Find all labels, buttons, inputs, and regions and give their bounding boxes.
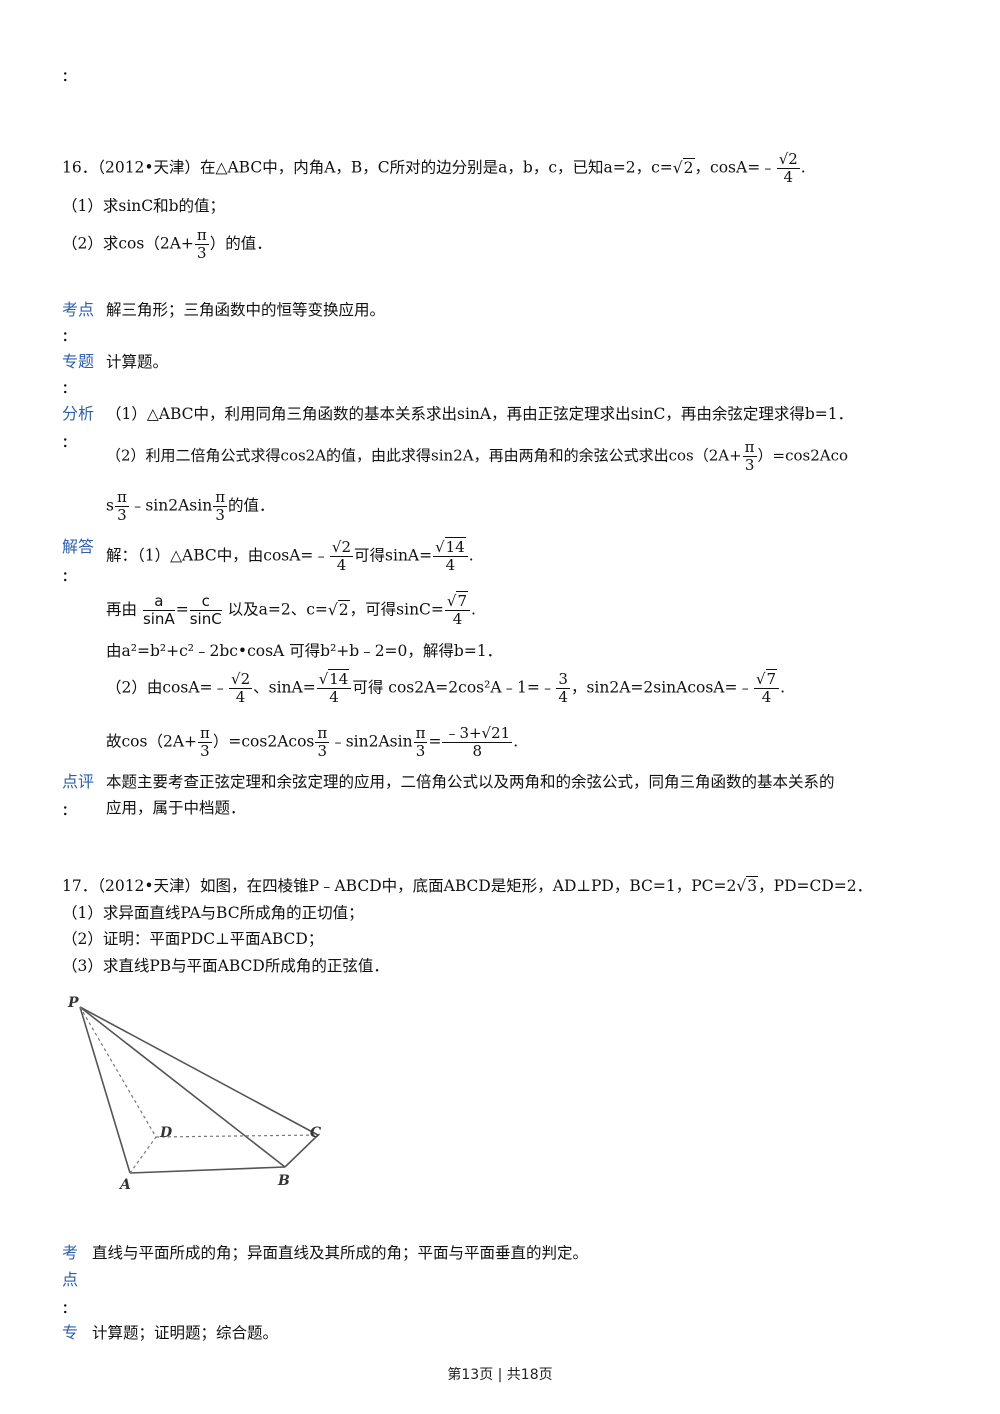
q16-dianping-1: 本题主要考查正弦定理和余弦定理的应用，二倍角公式以及两角和的余弦公式，同角三角函… [106, 773, 835, 791]
label-fenxi: 分析 [62, 404, 95, 423]
colon-mark: ： [62, 70, 76, 85]
sqrt-3: √3 [736, 876, 759, 895]
vertex-label-b: B [277, 1173, 290, 1189]
q17-stem: 17．（2012•天津）如图，在四棱锥P﹣ABCD中，底面ABCD是矩形，AD⊥… [62, 876, 873, 895]
vertex-label-p: P [67, 995, 79, 1011]
colon-mark: ： [62, 382, 76, 397]
q17-part1: （1）求异面直线PA与BC所成角的正切值； [62, 904, 364, 922]
sqrt-2: √2 [672, 157, 695, 177]
pyramid-edges [79, 1006, 319, 1174]
hidden-edges [79, 1006, 319, 1174]
vertex-label-d: D [159, 1125, 173, 1141]
label-kaodian: 考点 [62, 300, 95, 319]
vertex-label-c: C [310, 1125, 321, 1141]
label-dianping: 点评 [62, 772, 95, 791]
colon-mark: ： [62, 570, 76, 585]
q17-kaodian: 直线与平面所成的角；异面直线及其所成的角；平面与平面垂直的判定。 [92, 1244, 589, 1262]
colon-mark: ： [62, 436, 76, 451]
label-kao: 考 [62, 1243, 79, 1262]
q17-zhuanti: 计算题；证明题；综合题。 [92, 1324, 279, 1342]
q16-dianping-2: 应用，属于中档题． [106, 799, 246, 817]
q16-stem-text: 16．（2012•天津）在△ABC中，内角A，B，C所对的边分别是a，b，c，已… [62, 158, 673, 177]
label-dian: 点 [62, 1270, 79, 1289]
q16-fenxi-2: （2）利用二倍角公式求得cos2A的值，由此求得sin2A，再由两角和的余弦公式… [106, 438, 849, 474]
colon-mark: ： [62, 804, 76, 819]
pyramid-figure: P D C A B [67, 995, 321, 1193]
q17-part3: （3）求直线PB与平面ABCD所成角的正弦值． [62, 957, 389, 975]
q16-part1: （1）求sinC和b的值； [62, 197, 226, 215]
page-footer: 第13页 | 共18页 [447, 1367, 553, 1383]
q16-jieda-3: 由a²=b²+c²﹣2bc•cosA 可得b²+b﹣2=0，解得b=1． [106, 642, 503, 660]
colon-mark: ： [62, 330, 76, 345]
q16-stem-text2: ，cosA=﹣ [694, 158, 776, 177]
label-zhuanti: 专题 [62, 352, 95, 371]
q16-zhuanti: 计算题。 [106, 353, 169, 371]
q16-fenxi-1: （1）△ABC中，利用同角三角函数的基本关系求出sinA，再由正弦定理求出sin… [106, 405, 854, 423]
q17-part2: （2）证明：平面PDC⊥平面ABCD； [62, 930, 324, 948]
vertex-label-a: A [118, 1177, 131, 1193]
q16-kaodian: 解三角形；三角函数中的恒等变换应用。 [106, 301, 386, 319]
colon-mark: ： [62, 1302, 76, 1317]
label-zhuan: 专 [62, 1323, 79, 1342]
q16-stem: 16．（2012•天津）在△ABC中，内角A，B，C所对的边分别是a，b，c，已… [62, 150, 806, 186]
label-jieda: 解答 [62, 537, 95, 556]
